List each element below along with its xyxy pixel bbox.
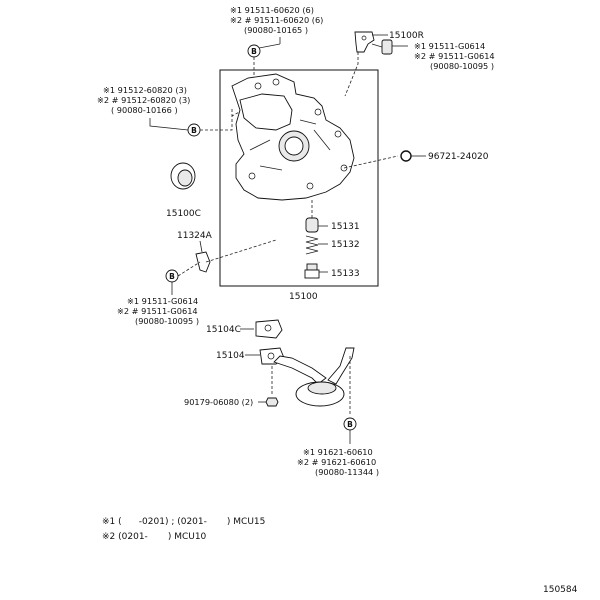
label-15100c[interactable]: 15100C [166,209,201,219]
footnote-2: ※2 (0201- ) MCU10 [102,532,207,542]
gasket-15104c[interactable] [255,319,283,339]
part-11324a[interactable] [195,251,211,273]
part-15100r-bracket[interactable] [354,31,393,55]
assembly-frame [219,69,379,287]
right-bolt-line2[interactable]: ※2 # 91511-G0614 [414,51,495,61]
right-bolt-line1[interactable]: ※1 91511-G0614 [414,41,485,51]
label-96721-24020[interactable]: 96721-24020 [428,152,489,162]
ref-b-lower-left-label: B [169,272,175,281]
bottom-bolt-line1[interactable]: ※1 91621-60610 [303,447,373,457]
label-15133[interactable]: 15133 [331,269,360,279]
bottom-bolt-line3[interactable]: (90080-11344 ) [315,467,379,477]
top-bolt-line3: (90080-10165 ) [244,25,308,35]
label-15104[interactable]: 15104 [216,351,245,361]
top-bolt-line2: ※2 # 91511-60620 (6) [230,15,323,25]
footnote-1: ※1 ( -0201) ; (0201- ) MCU15 [102,517,265,527]
spring-15132[interactable] [305,235,319,255]
nut-90179[interactable] [265,397,279,407]
ref-b-bottom-label: B [347,420,353,429]
ref-b-lower-left[interactable]: B [165,269,179,283]
top-bolt-line1: ※1 91511-60620 (6) [230,5,314,15]
ref-b-top[interactable]: B [247,44,261,58]
label-15132[interactable]: 15132 [331,240,360,250]
figure-id: 150584 [543,585,578,595]
label-11324a[interactable]: 11324A [177,231,213,241]
label-15100r[interactable]: 15100R [389,31,424,41]
label-15100[interactable]: 15100 [289,292,318,302]
right-bolt-line3[interactable]: (90080-10095 ) [430,61,494,71]
label-15104c[interactable]: 15104C [206,325,241,335]
lower-left-bolt-line1[interactable]: ※1 91511-G0614 [127,296,198,306]
left-bolt-line1[interactable]: ※1 91512-60820 (3) [103,85,187,95]
oil-seal-15100c[interactable] [170,162,196,190]
ref-b-top-label: B [251,47,257,56]
oil-strainer-15104[interactable] [259,347,355,407]
plug-15133[interactable] [304,263,320,279]
oil-pump-body[interactable] [231,73,355,201]
label-90179-06080[interactable]: 90179-06080 (2) [184,397,253,407]
left-bolt-line2[interactable]: ※2 # 91512-60820 (3) [97,95,190,105]
ref-b-left[interactable]: B [187,123,201,137]
lower-left-bolt-line2[interactable]: ※2 # 91511-G0614 [117,306,198,316]
relief-valve-15131[interactable] [305,217,319,233]
o-ring-96721[interactable] [400,150,412,162]
bottom-bolt-line2[interactable]: ※2 # 91621-60610 [297,457,376,467]
lower-left-bolt-line3[interactable]: (90080-10095 ) [135,316,199,326]
ref-b-bottom[interactable]: B [343,417,357,431]
left-bolt-line3[interactable]: ( 90080-10166 ) [111,105,178,115]
ref-b-left-label: B [191,126,197,135]
top-bolt-callout[interactable]: ※1 91511-60620 (6) ※2 # 91511-60620 (6) … [230,5,323,35]
label-15131[interactable]: 15131 [331,222,360,232]
